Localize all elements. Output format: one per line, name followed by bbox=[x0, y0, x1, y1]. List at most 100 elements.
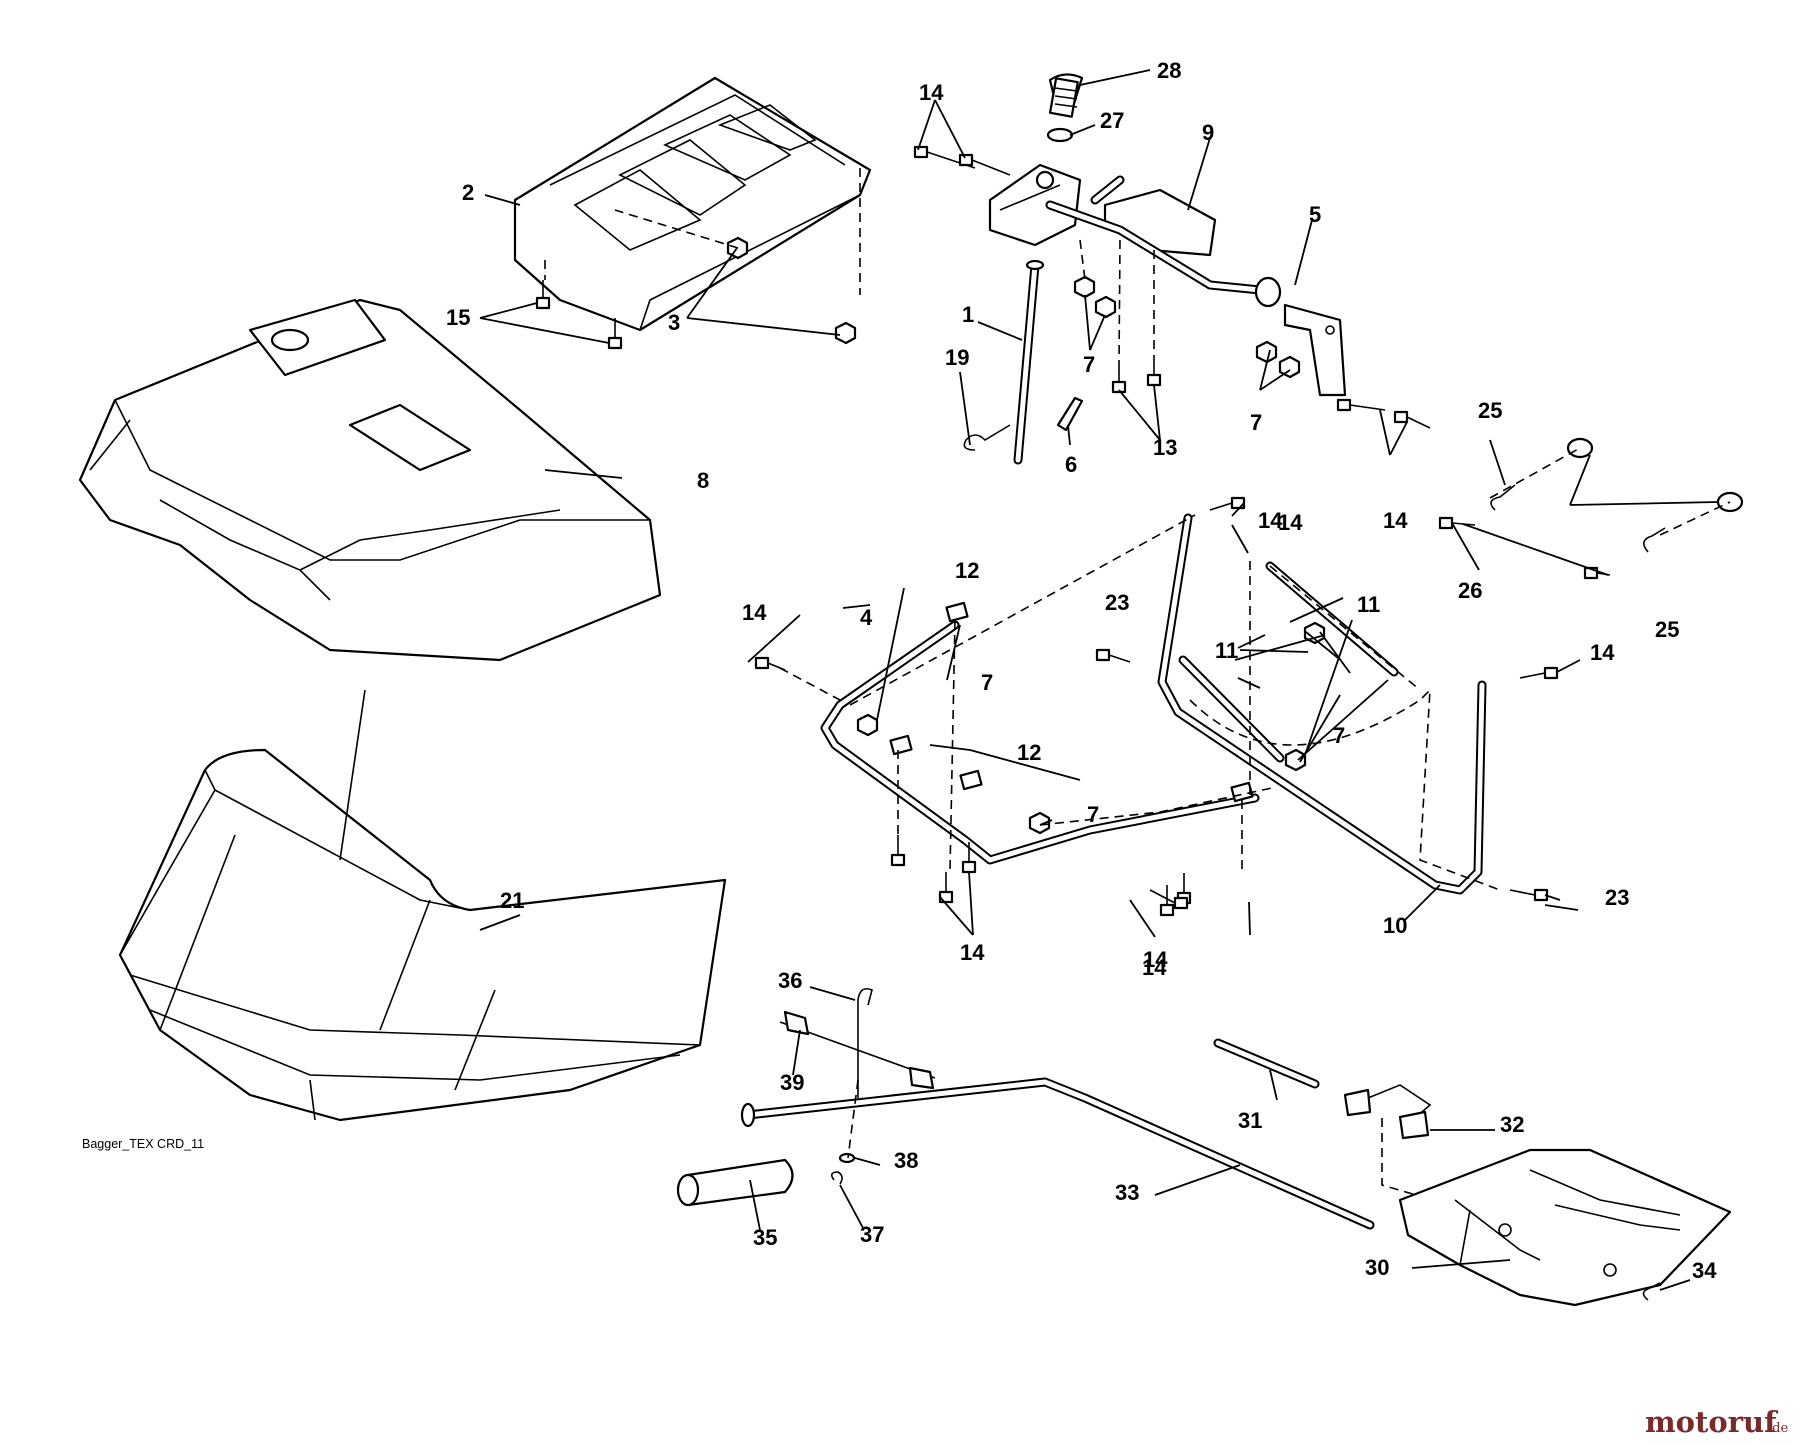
callout-12: 12 bbox=[955, 558, 979, 583]
nut bbox=[856, 713, 879, 737]
nut bbox=[1073, 275, 1096, 299]
callout-11: 11 bbox=[1215, 638, 1238, 663]
nut bbox=[1255, 340, 1278, 364]
callout-30: 30 bbox=[1365, 1255, 1389, 1280]
callout-7: 7 bbox=[1087, 802, 1099, 827]
assembly-line bbox=[1381, 1118, 1451, 1206]
callout-15: 15 bbox=[446, 305, 470, 330]
assembly-line bbox=[847, 1079, 859, 1159]
assembly-line bbox=[949, 619, 956, 871]
handle-grip bbox=[1048, 73, 1084, 118]
callout-37: 37 bbox=[860, 1222, 884, 1247]
brace-rod bbox=[1178, 655, 1285, 763]
hood-top-panel bbox=[513, 76, 872, 332]
handle-tube bbox=[740, 1077, 1375, 1230]
callout-9: 9 bbox=[1202, 120, 1214, 145]
drawing-id: Bagger_TEX CRD_11 bbox=[82, 1137, 204, 1151]
callout-4: 4 bbox=[860, 605, 873, 630]
callout-14: 14 bbox=[1142, 955, 1167, 980]
callout-23: 23 bbox=[1105, 590, 1129, 615]
lever-pedal bbox=[1103, 188, 1217, 257]
assembly-line bbox=[779, 667, 841, 701]
hairpin-clip bbox=[963, 424, 1011, 451]
callout-23: 23 bbox=[1605, 885, 1629, 910]
callout-10: 10 bbox=[1383, 913, 1407, 938]
clevis-pin bbox=[1056, 396, 1084, 432]
callout-2: 2 bbox=[462, 180, 474, 205]
callout-39: 39 bbox=[780, 1070, 804, 1095]
assembly-line bbox=[1269, 565, 1421, 691]
bolt bbox=[958, 153, 1011, 176]
callout-35: 35 bbox=[753, 1225, 777, 1250]
callout-14: 14 bbox=[742, 600, 767, 625]
callout-7: 7 bbox=[1333, 723, 1345, 748]
callout-26: 26 bbox=[1458, 578, 1482, 603]
bolt bbox=[1336, 398, 1386, 412]
callout-8: 8 bbox=[697, 468, 709, 493]
assembly-line bbox=[1079, 239, 1086, 281]
leader-lines bbox=[479, 69, 1719, 1291]
assembly-line bbox=[1489, 447, 1581, 499]
nut bbox=[1284, 748, 1307, 772]
bolt bbox=[1393, 410, 1431, 429]
bolt bbox=[1149, 889, 1189, 910]
bolt bbox=[1519, 666, 1559, 680]
callout-32: 32 bbox=[1500, 1112, 1524, 1137]
svg-text:motoruf: motoruf bbox=[1645, 1405, 1779, 1439]
bolt bbox=[890, 835, 906, 867]
callout-33: 33 bbox=[1115, 1180, 1139, 1205]
washer bbox=[1046, 127, 1074, 143]
lift-lever bbox=[1045, 175, 1347, 397]
callout-28: 28 bbox=[1157, 58, 1181, 83]
callout-38: 38 bbox=[894, 1148, 918, 1173]
callout-14: 14 bbox=[919, 80, 944, 105]
clip bbox=[1643, 527, 1666, 553]
callout-11: 11 bbox=[1357, 592, 1380, 617]
deflector-plate bbox=[1398, 1148, 1732, 1307]
nut bbox=[834, 321, 857, 345]
spring bbox=[1398, 1110, 1430, 1140]
assembly-line bbox=[1659, 501, 1731, 536]
assembly-line bbox=[1118, 239, 1121, 366]
callout-31: 31 bbox=[1238, 1108, 1262, 1133]
callout-14: 14 bbox=[1258, 508, 1283, 533]
bolt bbox=[1583, 566, 1611, 580]
brace-rod bbox=[1265, 561, 1399, 677]
assembly-line bbox=[1039, 787, 1273, 826]
hood-body bbox=[78, 298, 662, 662]
callout-14: 14 bbox=[1383, 508, 1408, 533]
grass-bag bbox=[118, 689, 727, 1122]
pivot-rod bbox=[1213, 1038, 1320, 1089]
bolt bbox=[1095, 648, 1131, 663]
callout-36: 36 bbox=[778, 968, 802, 993]
handle-grip-sleeve bbox=[676, 1158, 794, 1207]
callout-14: 14 bbox=[960, 940, 985, 965]
callout-14: 14 bbox=[1590, 640, 1615, 665]
nut bbox=[1094, 295, 1117, 319]
callout-3: 3 bbox=[668, 310, 680, 335]
callout-6: 6 bbox=[1065, 452, 1077, 477]
washer bbox=[838, 1152, 856, 1164]
callout-labels: 28 14 27 9 2 5 1 15 3 7 19 13 8 6 25 14 … bbox=[446, 58, 1717, 1283]
callout-14: 14 bbox=[1143, 947, 1168, 972]
square-nut bbox=[959, 769, 983, 791]
bolt bbox=[1509, 888, 1549, 902]
clip bbox=[1642, 1282, 1661, 1301]
nut bbox=[1028, 811, 1051, 835]
bolt bbox=[1146, 355, 1162, 387]
hook bbox=[857, 987, 873, 1098]
callout-34: 34 bbox=[1692, 1258, 1717, 1283]
square-nut bbox=[889, 734, 913, 756]
assembly-line bbox=[849, 514, 1196, 706]
callout-25: 25 bbox=[1478, 398, 1502, 423]
spring-rod bbox=[779, 1010, 936, 1090]
watermark-logo: motoruf .de bbox=[1645, 1405, 1788, 1439]
callout-5: 5 bbox=[1309, 202, 1321, 227]
clip bbox=[830, 1171, 843, 1185]
callout-7: 7 bbox=[981, 670, 993, 695]
rear-frame-tube bbox=[1157, 513, 1487, 895]
callout-13: 13 bbox=[1153, 435, 1177, 460]
spacer bbox=[1566, 437, 1594, 459]
callout-7: 7 bbox=[1083, 352, 1095, 377]
